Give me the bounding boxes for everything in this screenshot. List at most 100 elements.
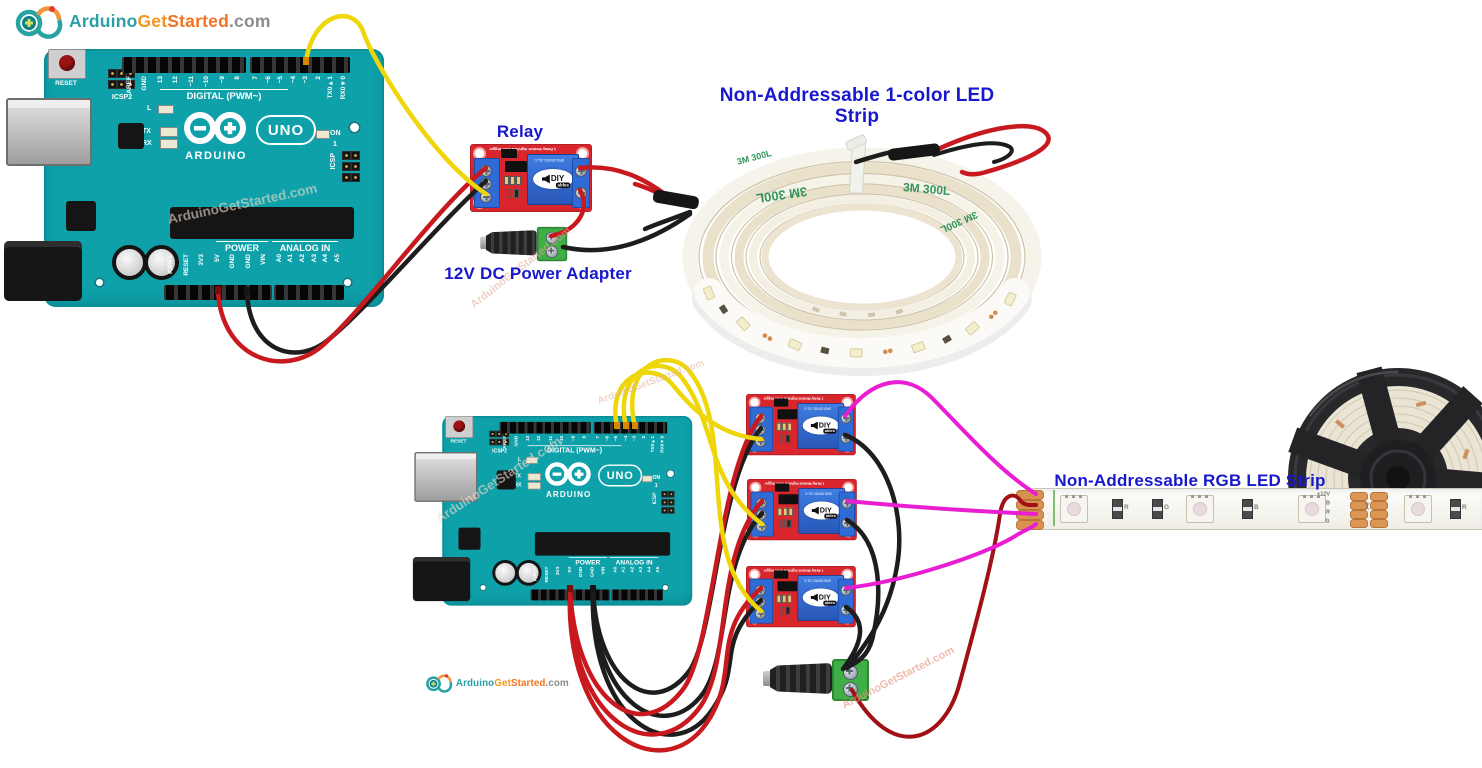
wire-12v-to-strip: [850, 493, 1038, 739]
wire-strip-black-tail: [642, 209, 693, 232]
relay-ic: [778, 494, 799, 505]
led-rx: [527, 482, 541, 490]
wire-gnd-relay3: [590, 585, 764, 737]
diy-text: DIY: [819, 506, 832, 515]
wire-signal-d4: [621, 363, 765, 527]
terminal-screw: [545, 245, 559, 258]
pin-dot-d3-top: [303, 57, 309, 65]
cut-label-r: R: [1326, 509, 1330, 515]
heatshrink-connector: [652, 189, 699, 210]
relay-module: 1 Relay Module high/low level trigger SR…: [747, 479, 857, 541]
wire-relay2-to-strip: [845, 499, 1038, 516]
wire-signal-d3-top: [303, 14, 489, 197]
led-tx-label: TX: [514, 474, 521, 480]
led-rx-label: RX: [514, 482, 522, 488]
icsp2-header: [489, 430, 510, 446]
led-rx: [160, 139, 178, 149]
barrel-tip: [763, 671, 772, 686]
relay-ic: [777, 581, 798, 592]
wire-relay3-to-strip: [844, 522, 1038, 590]
logo-text: ArduinoGetStarted.com: [455, 676, 569, 688]
relay-diode: [779, 606, 784, 615]
uno-label: UNO: [598, 464, 643, 487]
relay-transistor: [514, 189, 519, 198]
mounting-hole: [342, 277, 353, 288]
relay-diode: [507, 189, 512, 198]
led-rx-label: RX: [142, 140, 152, 147]
resistor-label: G: [1164, 504, 1170, 511]
diyables-logo: DIY ables: [802, 588, 839, 607]
mounting-hole: [479, 583, 488, 592]
speaker-icon: [541, 174, 550, 184]
diyables-logo: DIY ables: [802, 416, 839, 435]
relay-cube: SRD-05VDC-SL-C DIY ables: [797, 575, 845, 621]
analog-header: [611, 589, 663, 601]
arduino-label: ARDUINO: [545, 490, 592, 499]
relay-diode: [780, 519, 785, 528]
relay-output-terminal: [837, 406, 854, 452]
led-l: [158, 105, 174, 114]
relay-hole: [843, 570, 852, 579]
relay-transistor: [785, 434, 791, 443]
led-on-label: ON: [652, 475, 661, 481]
strip-resistor: [1112, 499, 1123, 519]
strip-resistor: [1450, 499, 1461, 519]
barrel-plug: [770, 663, 832, 694]
terminal-screw: [840, 584, 852, 596]
diyables-logo: DIY ables: [533, 169, 573, 189]
wire-relay1-to-strip: [843, 380, 1038, 496]
digital-caption: DIGITAL (PWM~): [160, 89, 288, 102]
resistor-label: B: [1254, 504, 1259, 511]
adapter-caption: 12V DC Power Adapter: [444, 264, 632, 283]
icsp2-label: ICSP2: [111, 94, 133, 101]
wire-5v-relay2: [567, 498, 765, 737]
wire-relay-to-adapter: [548, 187, 587, 239]
relay-resistor: [776, 422, 782, 431]
icsp-pin1-label: 1: [654, 483, 658, 489]
reset-button: [445, 415, 474, 438]
mounting-hole: [348, 121, 361, 134]
rgb-led-5050: [1060, 495, 1088, 523]
pin-dot-gnd-bottom: [590, 585, 596, 592]
relay-resistor: [787, 594, 792, 603]
cut-label-12v: +12V: [1317, 491, 1330, 497]
led-tx-label: TX: [142, 128, 151, 135]
analog-header: [274, 285, 344, 300]
cable-tie: [845, 134, 868, 194]
relay-hole: [843, 398, 852, 407]
led-on-label: ON: [330, 130, 341, 137]
led-tx: [160, 127, 178, 137]
atmega-chip: [170, 207, 354, 239]
led-on: [316, 130, 330, 139]
uno-label: UNO: [256, 115, 316, 145]
rgb-led-5050: [1404, 495, 1432, 523]
relay-resistor: [783, 507, 788, 516]
relay-hole: [844, 483, 853, 492]
atmega-chip: [534, 532, 671, 556]
speaker-icon: [810, 593, 818, 602]
wire-relay2-to-adapter: [842, 517, 881, 671]
ables-text: ables: [823, 513, 837, 519]
relay-cube: SRD-05VDC-SL-C DIY ables: [798, 488, 846, 534]
relay-resistor: [504, 176, 509, 185]
cut-label-g: G: [1325, 518, 1330, 524]
arduinogetstarted-logo: ArduinoGetStarted.com: [424, 672, 569, 693]
led-on: [642, 475, 653, 483]
pin-dot-5v-top: [215, 286, 221, 294]
strip-green-mark: [1053, 490, 1055, 526]
relay-resistor: [776, 594, 782, 603]
coil-leds: [702, 285, 1017, 358]
reset-label: RESET: [450, 438, 467, 444]
analog-caption: ANALOG IN: [609, 557, 659, 566]
relay-transistor: [786, 519, 792, 528]
icsp-pin1-label: 1: [333, 141, 337, 148]
relay-resistor: [510, 176, 515, 185]
wire-relay3-to-adapter: [840, 604, 863, 672]
strip-rgb-caption: Non-Addressable RGB LED Strip: [1054, 471, 1326, 490]
rgb-led-5050: [1298, 495, 1326, 523]
wire-5v-top: [215, 165, 489, 364]
relay-diode: [779, 434, 784, 443]
digital-header-b: [250, 57, 350, 73]
relay-resistor: [782, 422, 787, 431]
